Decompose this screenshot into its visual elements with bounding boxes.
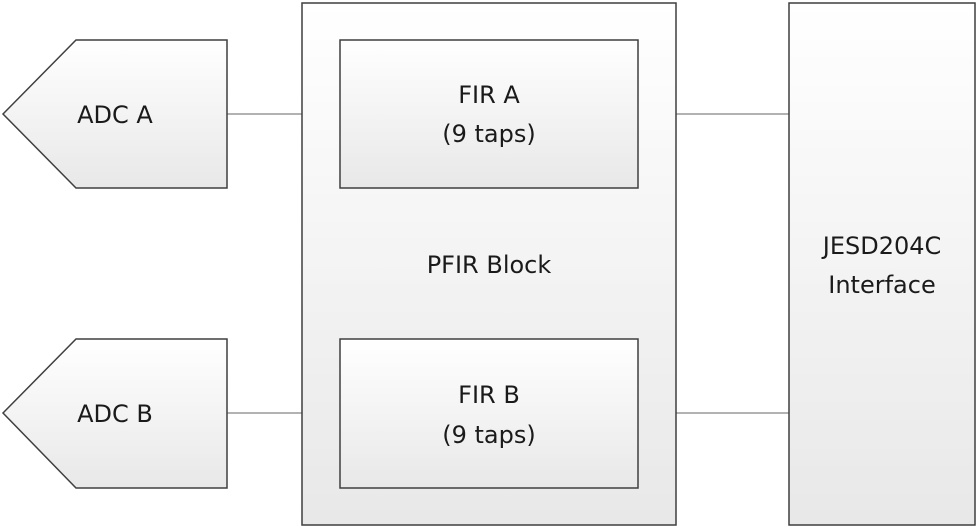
pfir-block-label: PFIR Block [427, 251, 552, 279]
adc-b-block: ADC B [1, 338, 228, 489]
adc-a-label: ADC A [77, 101, 153, 129]
fir-a-block: FIR A (9 taps) [339, 39, 639, 189]
jesd204c-interface-line2: Interface [828, 271, 935, 299]
jesd204c-interface-frame [788, 2, 976, 526]
adc-a-block: ADC A [1, 39, 228, 189]
adc-a-shape [1, 39, 228, 189]
fir-a-taps: (9 taps) [442, 120, 535, 148]
jesd204c-interface-block: JESD204C Interface [788, 2, 976, 526]
adc-b-shape [1, 338, 228, 489]
fir-a-frame [339, 39, 639, 189]
adc-b-label: ADC B [77, 400, 153, 428]
fir-a-name: FIR A [458, 81, 520, 109]
fir-b-block: FIR B (9 taps) [339, 338, 639, 489]
jesd204c-interface-line1: JESD204C [821, 232, 942, 260]
fir-b-frame [339, 338, 639, 489]
fir-b-name: FIR B [458, 381, 520, 409]
fir-b-taps: (9 taps) [442, 421, 535, 449]
